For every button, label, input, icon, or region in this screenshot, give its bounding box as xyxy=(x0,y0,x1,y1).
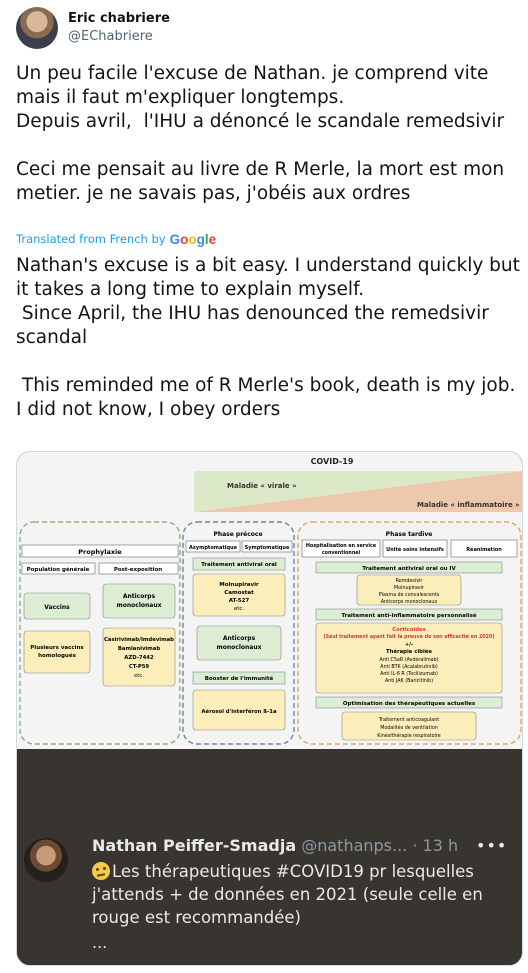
quoted-tweet-text: Les thérapeutiques #COVID19 pr lesquelle… xyxy=(92,860,512,929)
optimisation-2: Modalités de ventilation xyxy=(380,724,438,731)
post-exposure-drug-1: Casirivimab/Imdevimab xyxy=(104,637,174,643)
hospitalisation-label-2: conventionnel xyxy=(322,550,361,556)
translated-label: Translated from French by xyxy=(16,232,166,246)
plus-minus: +/- xyxy=(405,642,413,648)
approved-vaccines-1: Plusieurs vaccins xyxy=(30,645,84,651)
quoted-author-avatar[interactable] xyxy=(24,838,68,882)
tweet-header: Eric chabriere @EChabriere xyxy=(16,6,170,50)
symptomatic-label: Symptomatique xyxy=(245,545,290,551)
translated-text: Nathan's excuse is a bit easy. I underst… xyxy=(16,255,520,420)
general-population-label: Population générale xyxy=(27,566,90,573)
post-exposure-drug-5: etc. xyxy=(134,673,144,679)
approved-vaccines-2: homologués xyxy=(38,652,76,659)
quoted-tweet-area[interactable] xyxy=(17,749,522,965)
early-drug-2: Camostat xyxy=(224,590,254,596)
prophylaxis-header: Prophylaxie xyxy=(78,548,122,556)
hospitalisation-label-1: Hospitalisation en service xyxy=(306,543,377,549)
post-exposure-drug-2: Bamlanivimab xyxy=(118,646,160,652)
inflammatory-triangle xyxy=(194,471,522,512)
prophylaxis-column xyxy=(19,521,181,745)
author-names: Eric chabriere @EChabriere xyxy=(68,10,170,46)
early-phase-header: Phase précoce xyxy=(213,531,262,538)
early-antibodies-2: monoclonaux xyxy=(217,644,262,651)
optimisation-label: Optimisation des thérapeutiques actuelle… xyxy=(343,700,476,707)
quoted-truncation: ... xyxy=(92,933,108,952)
immunity-booster-label: Booster de l'immunité xyxy=(205,675,274,682)
interferon-label: Aérosol d'interféron ß-1a xyxy=(201,708,277,715)
oral-antiviral-label: Traitement antiviral oral xyxy=(201,562,277,568)
early-drug-1: Molnupiravir xyxy=(219,582,259,588)
author-display-name[interactable]: Eric chabriere xyxy=(68,11,170,26)
post-exposure-drug-3: AZD-7442 xyxy=(124,655,154,661)
post-exposure-drug-4: CT-P59 xyxy=(129,664,149,670)
late-antiviral-2: Molnupiravir xyxy=(394,585,424,591)
more-options-icon[interactable]: ••• xyxy=(476,836,508,855)
antibodies-label-2: monoclonaux xyxy=(117,602,162,609)
early-drug-4: etc. xyxy=(234,606,245,612)
late-antiviral-3: Plasma de convalescents xyxy=(379,592,440,598)
late-antiviral-1: Remdesivir xyxy=(396,578,423,584)
reanimation-label: Réanimation xyxy=(466,546,502,553)
covid-treatment-figure[interactable]: COVID-19 Maladie « virale » Maladie « in… xyxy=(17,452,522,749)
post-exposure-label: Post-exposition xyxy=(114,567,162,573)
targeted-therapy-1: Anti C5aR (Avdoralimab) xyxy=(379,657,438,663)
translation-attribution: Translated from French by Google xyxy=(16,230,216,248)
optimisation-1: Traitement anticoagulant xyxy=(378,717,439,723)
late-phase-header: Phase tardive xyxy=(386,531,433,538)
targeted-therapy-4: Anti JAK (Baricitinib) xyxy=(385,678,433,684)
quoted-timestamp[interactable]: · 13 h xyxy=(412,836,459,855)
targeted-therapy-3: Anti IL-6 R (Tocilizumab) xyxy=(380,671,438,677)
google-logo: Google xyxy=(169,231,217,247)
quoted-author-name[interactable]: Nathan Peiffer-Smadja xyxy=(92,836,297,855)
targeted-therapy-2: Anti BTK (Acalabrutinib) xyxy=(380,664,438,670)
asymptomatic-label: Asymptomatique xyxy=(189,545,238,551)
inflammatory-label: Maladie « inflammatoire » xyxy=(417,501,520,509)
quoted-tweet-header: Nathan Peiffer-Smadja @nathanps... · 13 … xyxy=(92,836,458,855)
viral-label: Maladie « virale » xyxy=(227,482,297,490)
author-avatar[interactable] xyxy=(16,7,58,49)
corticoids-note: (Seul traitement ayant fait la preuve de… xyxy=(323,633,494,640)
tweet-text: Un peu facile l'excuse de Nathan. je com… xyxy=(16,63,505,204)
late-phase-column xyxy=(297,521,522,745)
corticoids-label: Corticoïdes xyxy=(392,627,426,633)
early-antibodies-1: Anticorps xyxy=(223,635,256,642)
quoted-author-handle[interactable]: @nathanps... xyxy=(301,836,408,855)
anti-inflammatory-label: Traitement anti-inflammatoire personnali… xyxy=(341,612,477,619)
targeted-therapy-label: Thérapie ciblée xyxy=(386,648,432,655)
antibodies-label-1: Anticorps xyxy=(123,593,156,600)
late-antiviral-label: Traitement antiviral oral ou IV xyxy=(362,566,456,572)
early-drug-3: AT-527 xyxy=(229,598,250,604)
quoted-tweet-body: Les thérapeutiques #COVID19 pr lesquelle… xyxy=(92,862,483,927)
icu-label: Unité soins intensifs xyxy=(386,546,444,553)
early-phase-column xyxy=(182,521,295,745)
author-handle[interactable]: @EChabriere xyxy=(68,29,153,44)
optimisation-3: Kinésithérapie respiratoire xyxy=(377,732,441,739)
thinking-face-icon xyxy=(92,862,110,880)
late-antiviral-4: Anticorps monoclonaux xyxy=(381,599,438,605)
vaccines-label: Vaccins xyxy=(44,604,70,611)
figure-svg: COVID-19 Maladie « virale » Maladie « in… xyxy=(17,452,522,749)
figure-title: COVID-19 xyxy=(311,457,354,466)
tweet-media[interactable]: COVID-19 Maladie « virale » Maladie « in… xyxy=(16,451,523,966)
